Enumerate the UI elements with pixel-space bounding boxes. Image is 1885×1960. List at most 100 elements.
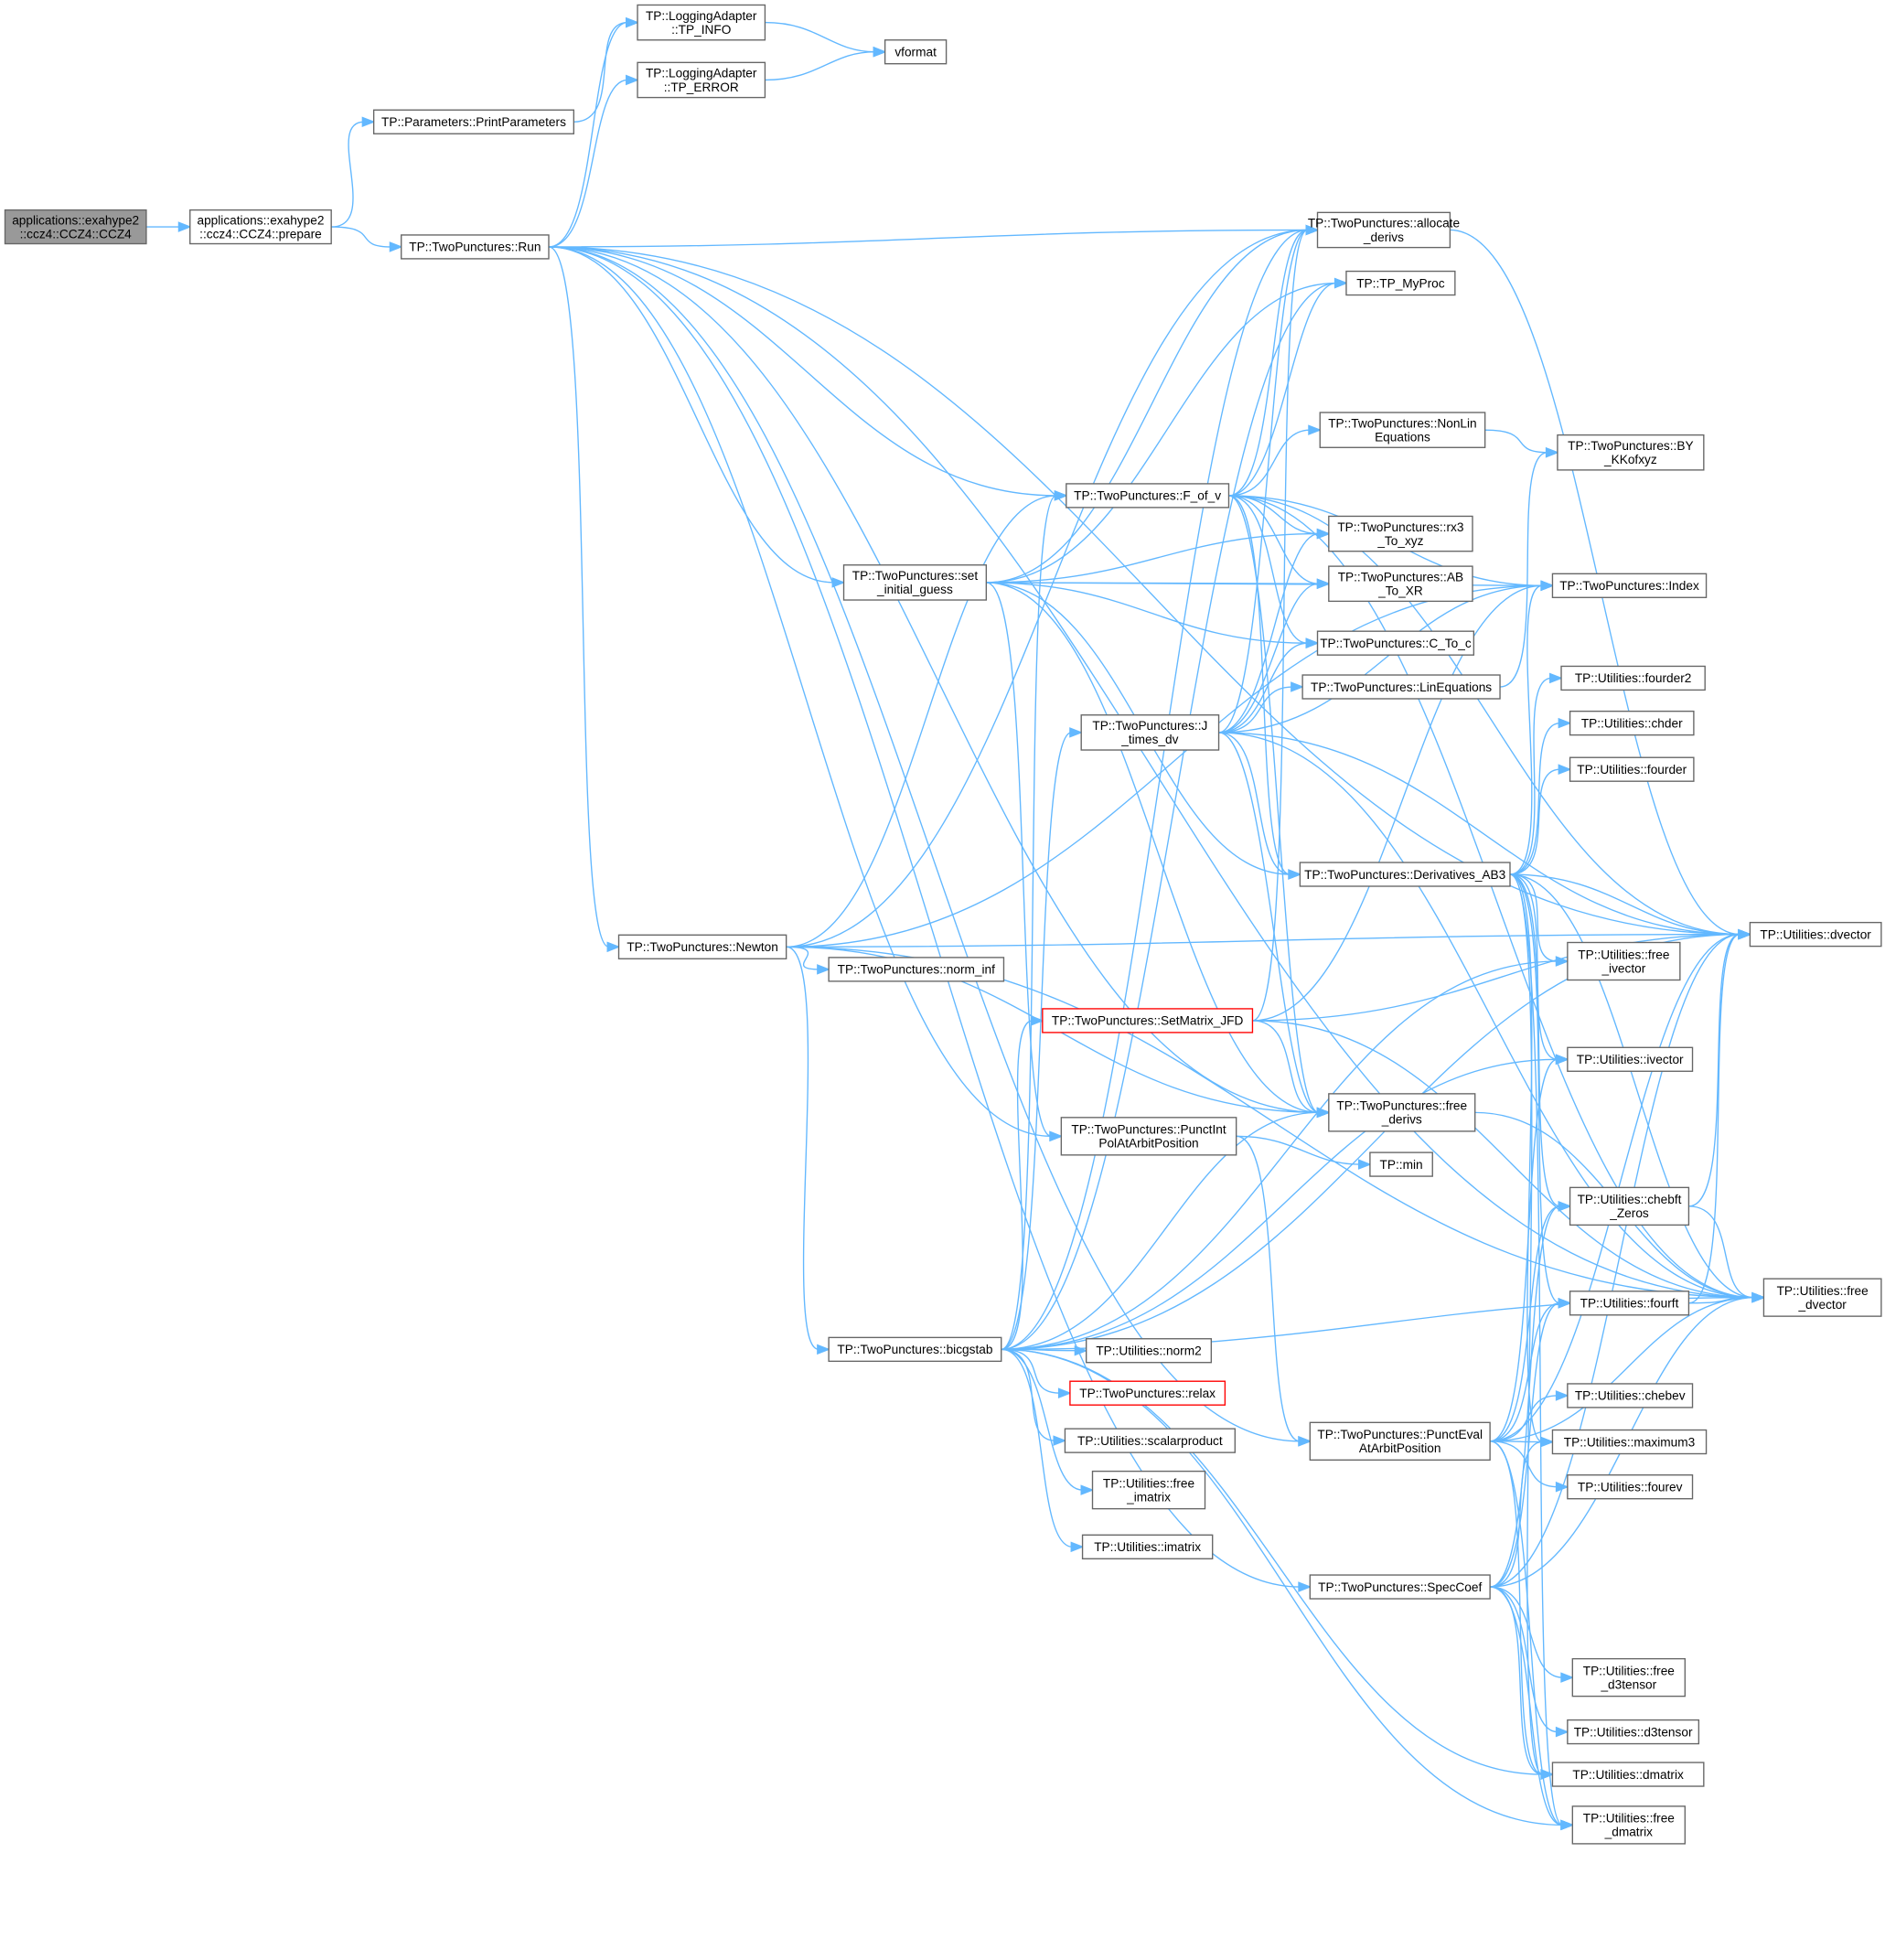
edge-run-to-newton	[548, 246, 621, 953]
node-tp-info[interactable]: TP::LoggingAdapter::TP_INFO	[637, 4, 766, 41]
node-chder[interactable]: TP::Utilities::chder	[1569, 710, 1695, 736]
node-label: TP::Utilities::chebft	[1578, 1193, 1682, 1206]
node-bicgstab[interactable]: TP::TwoPunctures::bicgstab	[828, 1336, 1002, 1363]
node-ab-to-xr[interactable]: TP::TwoPunctures::AB_To_XR	[1328, 565, 1473, 603]
node-newton[interactable]: TP::TwoPunctures::Newton	[617, 934, 787, 959]
node-puncteval[interactable]: TP::TwoPunctures::PunctEvalAtArbitPositi…	[1309, 1421, 1491, 1461]
node-label: TP::Utilities::fourev	[1578, 1480, 1683, 1494]
node-label: _derivs	[1363, 230, 1404, 244]
node-dvector[interactable]: TP::Utilities::dvector	[1749, 921, 1882, 948]
edge-bicgstab-to-dmatrix	[1001, 1348, 1555, 1780]
node-prepare[interactable]: applications::exahype2::ccz4::CCZ4::prep…	[189, 209, 332, 245]
node-free-ivector[interactable]: TP::Utilities::free_ivector	[1567, 941, 1681, 981]
node-label: TP::Utilities::free	[1583, 1812, 1675, 1826]
edge-j_times_dv-to-derivatives	[1218, 732, 1302, 880]
node-scalarproduct[interactable]: TP::Utilities::scalarproduct	[1064, 1428, 1236, 1453]
edge-bicgstab-to-ivector	[1001, 1054, 1569, 1351]
edge-bicgstab-to-scalarproduct	[1001, 1348, 1067, 1446]
node-label: TP::TwoPunctures::BY	[1568, 439, 1693, 453]
edge-newton-to-norm_inf	[786, 946, 831, 975]
node-maximum3[interactable]: TP::Utilities::maximum3	[1551, 1429, 1708, 1455]
node-ivector[interactable]: TP::Utilities::ivector	[1567, 1046, 1694, 1072]
node-label: PolAtArbitPosition	[1098, 1137, 1198, 1151]
node-free-dmatrix[interactable]: TP::Utilities::free_dmatrix	[1571, 1805, 1687, 1845]
edge-derivatives-to-fourder2	[1509, 672, 1563, 875]
node-free-imatrix[interactable]: TP::Utilities::free_imatrix	[1091, 1470, 1206, 1510]
node-f-of-v[interactable]: TP::TwoPunctures::F_of_v	[1066, 483, 1230, 509]
node-label: applications::exahype2	[12, 213, 139, 227]
edge-run-to-allocate_derivs	[548, 224, 1320, 248]
node-tp-error[interactable]: TP::LoggingAdapter::TP_ERROR	[637, 61, 766, 99]
node-c-to-c[interactable]: TP::TwoPunctures::C_To_c	[1316, 630, 1475, 656]
node-fourev[interactable]: TP::Utilities::fourev	[1567, 1474, 1694, 1500]
node-fourder2[interactable]: TP::Utilities::fourder2	[1560, 665, 1706, 691]
edges-layer	[145, 16, 1766, 1831]
node-printparams[interactable]: TP::Parameters::PrintParameters	[372, 109, 575, 134]
node-label: TP::LoggingAdapter	[646, 9, 757, 23]
node-label: _dmatrix	[1604, 1826, 1654, 1839]
node-norm2[interactable]: TP::Utilities::norm2	[1085, 1338, 1213, 1364]
node-label: TP::TwoPunctures::free	[1336, 1099, 1467, 1113]
edge-newton-to-bicgstab	[786, 946, 831, 1355]
edge-f_of_v-to-ab_to_xr	[1228, 495, 1331, 590]
node-label: TP::Utilities::chebev	[1575, 1389, 1686, 1403]
node-imatrix[interactable]: TP::Utilities::imatrix	[1081, 1534, 1214, 1559]
edge-speccoef-to-free_dmatrix	[1490, 1586, 1575, 1831]
node-label: TP::TwoPunctures::AB	[1338, 571, 1463, 584]
node-free-dvector[interactable]: TP::Utilities::free_dvector	[1762, 1278, 1882, 1317]
node-by-kk[interactable]: TP::TwoPunctures::BY_KKofxyz	[1557, 434, 1705, 471]
arrowhead-icon	[873, 46, 887, 58]
edge-linequations-to-by_kk	[1500, 446, 1559, 688]
arrowhead-icon	[1555, 1054, 1569, 1066]
node-norm-inf[interactable]: TP::TwoPunctures::norm_inf	[828, 957, 1005, 982]
edge-run-to-tp_info	[548, 16, 639, 248]
node-dmatrix[interactable]: TP::Utilities::dmatrix	[1551, 1762, 1705, 1787]
node-relax[interactable]: TP::TwoPunctures::relax	[1069, 1380, 1226, 1406]
node-free-derivs[interactable]: TP::TwoPunctures::free_derivs	[1328, 1093, 1476, 1132]
node-label: TP::TwoPunctures::allocate	[1308, 217, 1460, 230]
node-label: TP::Utilities::fourder	[1577, 763, 1687, 777]
node-linequations[interactable]: TP::TwoPunctures::LinEquations	[1301, 674, 1501, 700]
node-speccoef[interactable]: TP::TwoPunctures::SpecCoef	[1309, 1574, 1491, 1600]
edge-setmatrix-to-index	[1252, 580, 1555, 1022]
node-rx3[interactable]: TP::TwoPunctures::rx3_To_xyz	[1328, 515, 1473, 552]
node-tp-min[interactable]: TP::min	[1369, 1151, 1433, 1177]
arrowhead-icon	[1316, 1107, 1331, 1119]
node-index[interactable]: TP::TwoPunctures::Index	[1551, 573, 1708, 598]
node-setmatrix[interactable]: TP::TwoPunctures::SetMatrix_JFD	[1042, 1008, 1254, 1034]
node-label: applications::exahype2	[197, 213, 324, 227]
node-chebft[interactable]: TP::Utilities::chebft_Zeros	[1569, 1186, 1690, 1226]
node-chebev[interactable]: TP::Utilities::chebev	[1567, 1383, 1694, 1408]
node-label: _initial_guess	[876, 583, 953, 596]
node-fourft[interactable]: TP::Utilities::fourft	[1569, 1291, 1690, 1316]
node-run[interactable]: TP::TwoPunctures::Run	[401, 234, 550, 260]
node-d3tensor[interactable]: TP::Utilities::d3tensor	[1567, 1719, 1700, 1745]
node-label: ::ccz4::CCZ4::prepare	[199, 227, 322, 241]
node-fourder[interactable]: TP::Utilities::fourder	[1569, 756, 1695, 782]
node-free-d3tensor[interactable]: TP::Utilities::free_d3tensor	[1571, 1657, 1687, 1698]
node-allocate-derivs[interactable]: TP::TwoPunctures::allocate_derivs	[1308, 211, 1460, 249]
node-ccz4[interactable]: applications::exahype2::ccz4::CCZ4::CCZ4	[4, 209, 147, 245]
edge-ccz4-to-prepare	[145, 221, 192, 232]
node-set-initial-guess[interactable]: TP::TwoPunctures::set_initial_guess	[842, 564, 988, 601]
arrowhead-icon	[389, 241, 403, 252]
node-label: TP::LoggingAdapter	[646, 67, 757, 80]
arrowhead-icon	[1070, 1541, 1085, 1553]
node-punctintpol[interactable]: TP::TwoPunctures::PunctIntPolAtArbitPosi…	[1060, 1117, 1237, 1156]
arrowhead-icon	[1558, 1298, 1572, 1309]
arrowhead-icon	[1555, 1726, 1569, 1738]
node-tp-myproc[interactable]: TP::TP_MyProc	[1345, 270, 1456, 296]
node-derivatives[interactable]: TP::TwoPunctures::Derivatives_AB3	[1299, 862, 1511, 887]
edge-tp_error-to-vformat	[765, 46, 887, 81]
edge-f_of_v-to-allocate_derivs	[1228, 224, 1320, 497]
node-j-times-dv[interactable]: TP::TwoPunctures::J_times_dv	[1080, 714, 1220, 751]
node-label: TP::Utilities::ivector	[1577, 1053, 1684, 1066]
arrowhead-icon	[1305, 224, 1320, 236]
edge-j_times_dv-to-ab_to_xr	[1218, 578, 1331, 734]
edge-prepare-to-run	[331, 226, 403, 252]
arrowhead-icon	[1540, 1436, 1555, 1448]
node-vformat[interactable]: vformat	[884, 39, 948, 65]
node-label: TP::Utilities::chder	[1581, 716, 1683, 730]
edge-f_of_v-to-c_to_c	[1228, 495, 1320, 648]
